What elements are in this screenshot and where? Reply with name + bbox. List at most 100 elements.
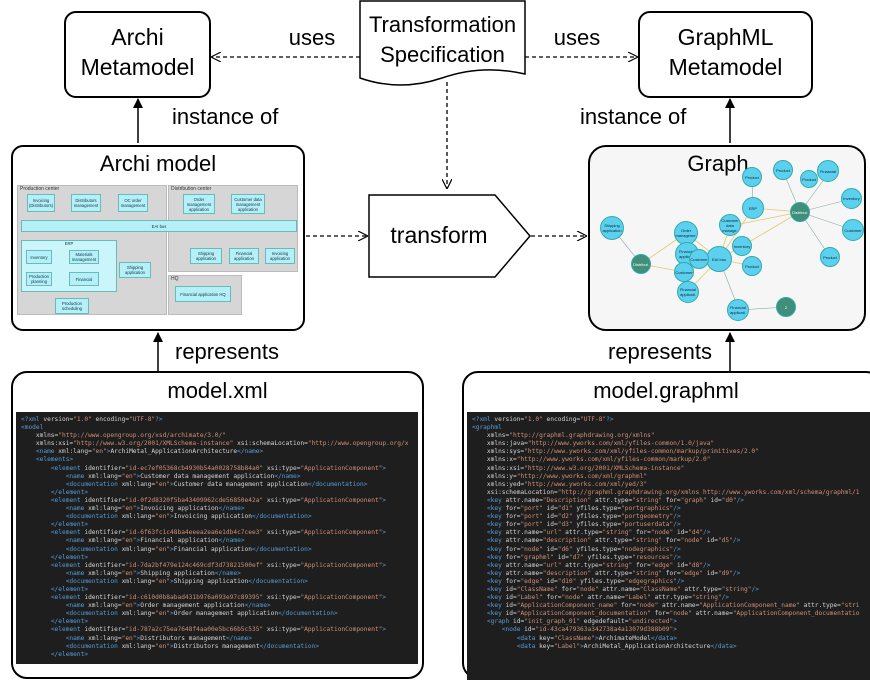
transform-shape xyxy=(368,194,531,278)
xml-code-line: <?xml version="1.0" encoding="UTF-8"?> xyxy=(21,416,163,423)
xml-code-line: <name xml:lang="en">Invoicing applicatio… xyxy=(65,505,245,513)
xml-code-line: <element identifier="id-6f63fc1c48ba4eee… xyxy=(50,529,387,537)
xml-code-line: xmlns:xsi="http://www.w3.org/2001/XMLSch… xyxy=(21,440,409,448)
graphml-code-line: xmlns="http://graphml.graphdrawing.org/x… xyxy=(472,432,655,440)
graphml-code-line: <key attr.name="url" attr.type="string" … xyxy=(486,529,711,537)
xml-code-line: </element> xyxy=(50,585,89,593)
graphml-code-line: xmlns:y="http://www.yworks.com/xml/graph… xyxy=(472,472,648,480)
graphml-code-line: xmlns:yed="http://www.yworks.com/xml/yed… xyxy=(472,480,648,488)
transformation-spec-label-line1: Transformation xyxy=(368,12,517,37)
archi-group-label: HQ xyxy=(171,276,179,282)
archi-metamodel-box xyxy=(64,11,211,98)
graph-node: Financial applicati. xyxy=(727,299,749,321)
graphml-code-line: <data key="Label">ArchiMetal_Application… xyxy=(516,642,737,650)
archi-component: Shipping application xyxy=(119,262,151,278)
graph-node: Customer xyxy=(689,249,709,269)
xml-code-line: <name xml:lang="en">ArchiMetal_Applicati… xyxy=(35,448,264,456)
archi-component: Financial xyxy=(69,272,99,286)
represents-left-label: represents xyxy=(175,339,279,364)
archi-component: Invoicing (Distributors) xyxy=(27,194,55,212)
graph-node: 2 xyxy=(776,297,796,317)
graph-node: EAI bus xyxy=(706,246,732,272)
archi-component: Production planning xyxy=(26,272,52,286)
graph-label: Graph xyxy=(687,151,749,176)
model-graphml-code: <?xml version="1.0" encoding="UTF-8"?><g… xyxy=(467,412,870,680)
graph-node: Product xyxy=(742,167,762,187)
archi-component: EAI bus xyxy=(21,220,297,232)
graphml-code-line: <graphml xyxy=(472,424,502,432)
graph-node: Financial applicati. xyxy=(677,281,699,303)
graphml-code-line: <key for="port" id="d3" yfiles.type="por… xyxy=(486,521,681,529)
archi-group-label: Distribution center xyxy=(171,186,212,192)
xml-code-line: <documentation xml:lang="en">Order manag… xyxy=(65,610,338,618)
graph-node: Product xyxy=(800,170,818,188)
instance-of-left-label: instance of xyxy=(172,104,279,129)
archi-component: Invoicing application xyxy=(265,248,295,264)
graphml-code-line: <key for="port" id="d2" yfiles.type="por… xyxy=(486,513,681,521)
graphml-code-line: <key for="node" id="d6" yfiles.type="nod… xyxy=(486,545,681,553)
represents-right-label: represents xyxy=(608,339,712,364)
xml-code-line: <documentation xml:lang="en">Distributor… xyxy=(65,642,320,650)
xml-code-line: <element identifier="id-787a2c75ea7648f4… xyxy=(50,626,387,634)
xml-code-line: </element> xyxy=(50,553,89,561)
archi-component: Shipping application xyxy=(190,248,222,264)
xml-code-line: <name xml:lang="en">Shipping application… xyxy=(65,569,241,577)
xml-code-line: <elements> xyxy=(35,456,74,464)
graph-node: Product xyxy=(742,256,762,276)
graphml-code-line: <graph id="init_graph_01" edgedefault="u… xyxy=(486,618,677,626)
xml-code-line: <element identifier="id-0f2d8320f5ba4340… xyxy=(50,496,387,504)
graphml-metamodel-box xyxy=(638,11,813,98)
graphml-code-line: xmlns:sys="http://www.yworks.com/xml/yfi… xyxy=(472,448,759,456)
xml-code-line: </element> xyxy=(50,521,89,529)
graphml-code-line: xmlns:x="http://www.yworks.com/xml/yfile… xyxy=(472,456,711,464)
graph-node: Distribut. xyxy=(631,254,651,274)
graph-node: Product xyxy=(820,247,840,267)
graphml-metamodel-label-line2: Metamodel xyxy=(668,54,783,80)
xml-code-line: <model xyxy=(21,424,44,432)
archi-component: Inventory xyxy=(26,250,52,264)
xml-code-line: <name xml:lang="en">Customer data manage… xyxy=(65,472,301,480)
graphml-code-line: <key attr.name="url" attr.type="string" … xyxy=(486,561,711,569)
graphml-code-line: <?xml version="1.0" encoding="UTF-8"?> xyxy=(472,416,614,423)
transformation-spec-label-line2: Specification xyxy=(380,42,505,67)
graphml-code-line: <key attr.name="Description" attr.type="… xyxy=(486,496,745,504)
graph-node: Customer data manage. xyxy=(719,214,741,236)
graph-node: Customer xyxy=(842,219,864,241)
graphml-code-line: <key id="ApplicationComponent_name" for=… xyxy=(486,602,860,610)
xml-code-line: <documentation xml:lang="en">Invoicing a… xyxy=(65,513,312,521)
xml-code-line: <name xml:lang="en">Distributors managem… xyxy=(65,634,253,642)
graphml-code-line: <key id="ApplicationComponent_documentat… xyxy=(486,610,860,618)
model-graphml-label: model.graphml xyxy=(593,378,739,403)
graph-node: Inventory xyxy=(841,188,862,209)
xml-code-line: <name xml:lang="en">Order management app… xyxy=(65,602,271,610)
instance-of-right-label: instance of xyxy=(580,104,687,129)
archi-component: Customer data management application xyxy=(231,194,265,214)
xml-code-line: <element identifier="id-c610d0b8abad431b… xyxy=(50,594,387,602)
transformation-spec-shape xyxy=(359,0,526,86)
xml-code-line: <documentation xml:lang="en">Shipping ap… xyxy=(65,577,308,585)
graphml-code-line: <key id="ClassName" for="node" attr.name… xyxy=(486,585,759,593)
graphml-code-line: <node id="id-43ca479363a342738a4a13079d3… xyxy=(501,626,677,634)
archi-component: OC order management xyxy=(118,194,148,212)
archi-component: Financial application HQ xyxy=(175,286,231,302)
archi-component: Production scheduling xyxy=(55,298,89,314)
archi-metamodel-label-line2: Metamodel xyxy=(80,54,195,80)
graph-node: Product xyxy=(773,160,793,180)
xml-code-line: <name xml:lang="en">Financial applicatio… xyxy=(65,537,245,545)
xml-code-line: <documentation xml:lang="en">Customer da… xyxy=(65,480,368,488)
graph-node: Inventory xyxy=(732,236,752,256)
xml-code-line: <documentation xml:lang="en">Financial a… xyxy=(65,545,312,553)
model-xml-code: <?xml version="1.0" encoding="UTF-8"?><m… xyxy=(16,412,418,664)
graphml-code-line: xsi:schemaLocation="http://graphml.graph… xyxy=(472,488,860,496)
graph-node: Financial xyxy=(817,160,839,182)
archi-component: Financial application xyxy=(229,248,259,264)
graph-node: Shipping application xyxy=(600,216,624,240)
graphml-code-line: xmlns:xsi="http://www.w3.org/2001/XMLSch… xyxy=(472,464,685,472)
graph-node: Distribut. xyxy=(790,202,810,222)
transform-label: transform xyxy=(390,222,488,248)
graph-node: ERP xyxy=(742,197,764,219)
xml-code-line: </element> xyxy=(50,650,89,658)
graphml-code-line: <key for="edge" id="d10" yfiles.type="ed… xyxy=(486,577,685,585)
archi-metamodel-label-line1: Archi xyxy=(111,24,164,50)
archi-group-label: Production center xyxy=(20,186,60,192)
